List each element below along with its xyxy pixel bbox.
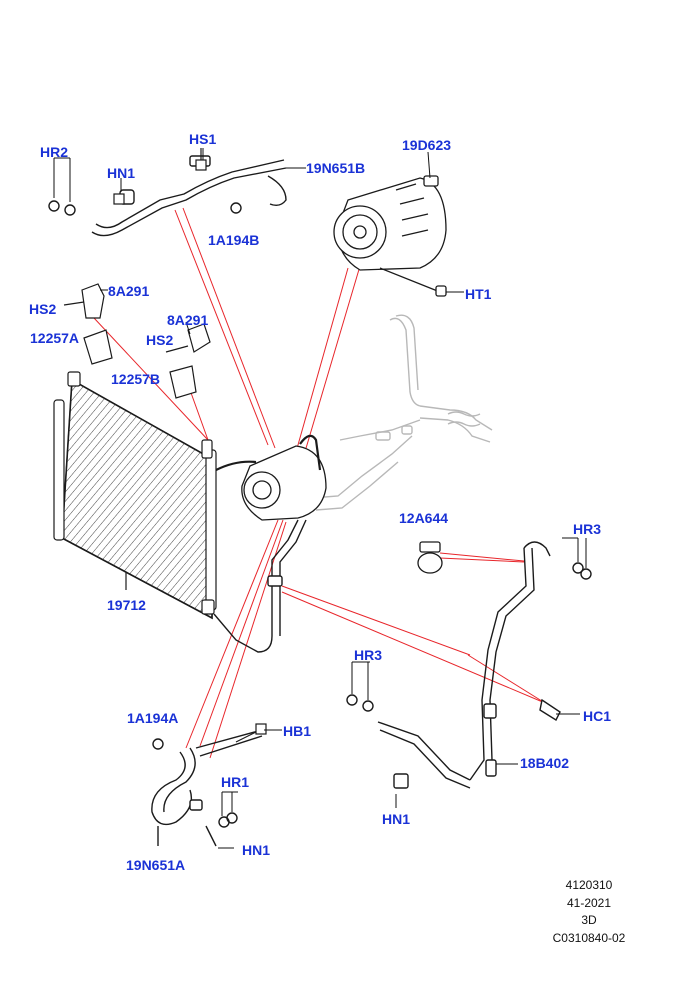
hose-19n651a [151, 729, 263, 847]
line-18b402 [346, 541, 592, 789]
callout-ticks [53, 148, 587, 849]
callout-hn1-top: HN1 [107, 165, 136, 181]
condenser-brackets [63, 283, 211, 399]
callout-19712: 19712 [107, 597, 146, 613]
sensor-12a644 [417, 541, 443, 574]
callout-hr3-mid: HR3 [354, 647, 383, 663]
fasteners [113, 148, 267, 743]
callout-19d623: 19D623 [402, 137, 452, 153]
callout-12257a: 12257A [30, 330, 80, 346]
callout-1a194a: 1A194A [127, 710, 179, 726]
footer-illustration-id: C0310840-02 [552, 931, 626, 945]
callout-hb1: HB1 [283, 723, 312, 739]
callout-12a644: 12A644 [399, 510, 449, 526]
callout-ht1: HT1 [465, 286, 492, 302]
callout-hn1-lower: HN1 [242, 842, 271, 858]
callout-hr3-right: HR3 [573, 521, 602, 537]
footer-ref-number: 4120310 [565, 878, 613, 892]
ghost-pipework [311, 314, 493, 511]
callout-hs2-left: HS2 [29, 301, 57, 317]
callout-18b402: 18B402 [520, 755, 570, 771]
line-compressor-condenser [213, 519, 307, 653]
callout-hr1: HR1 [221, 774, 250, 790]
callout-12257b: 12257B [111, 371, 161, 387]
footer-date-code: 41-2021 [566, 896, 612, 910]
callout-hs1: HS1 [189, 131, 217, 147]
compressor-installed [215, 434, 327, 521]
condenser-19712 [53, 371, 217, 620]
footer-view-type: 3D [581, 913, 597, 927]
callout-8a291-right: 8A291 [167, 312, 209, 328]
callout-hc1: HC1 [583, 708, 612, 724]
callout-19n651a: 19N651A [126, 857, 186, 873]
callout-8a291-left: 8A291 [108, 283, 150, 299]
callout-19n651b: 19N651B [306, 160, 366, 176]
compressor-19d623 [333, 175, 447, 297]
callout-hs2-right: HS2 [146, 332, 174, 348]
leader-lines [93, 207, 546, 759]
callout-1a194b: 1A194B [208, 232, 260, 248]
callout-hr2: HR2 [40, 144, 69, 160]
callout-hn1-bottom: HN1 [382, 811, 411, 827]
hose-19n651b [48, 155, 287, 237]
